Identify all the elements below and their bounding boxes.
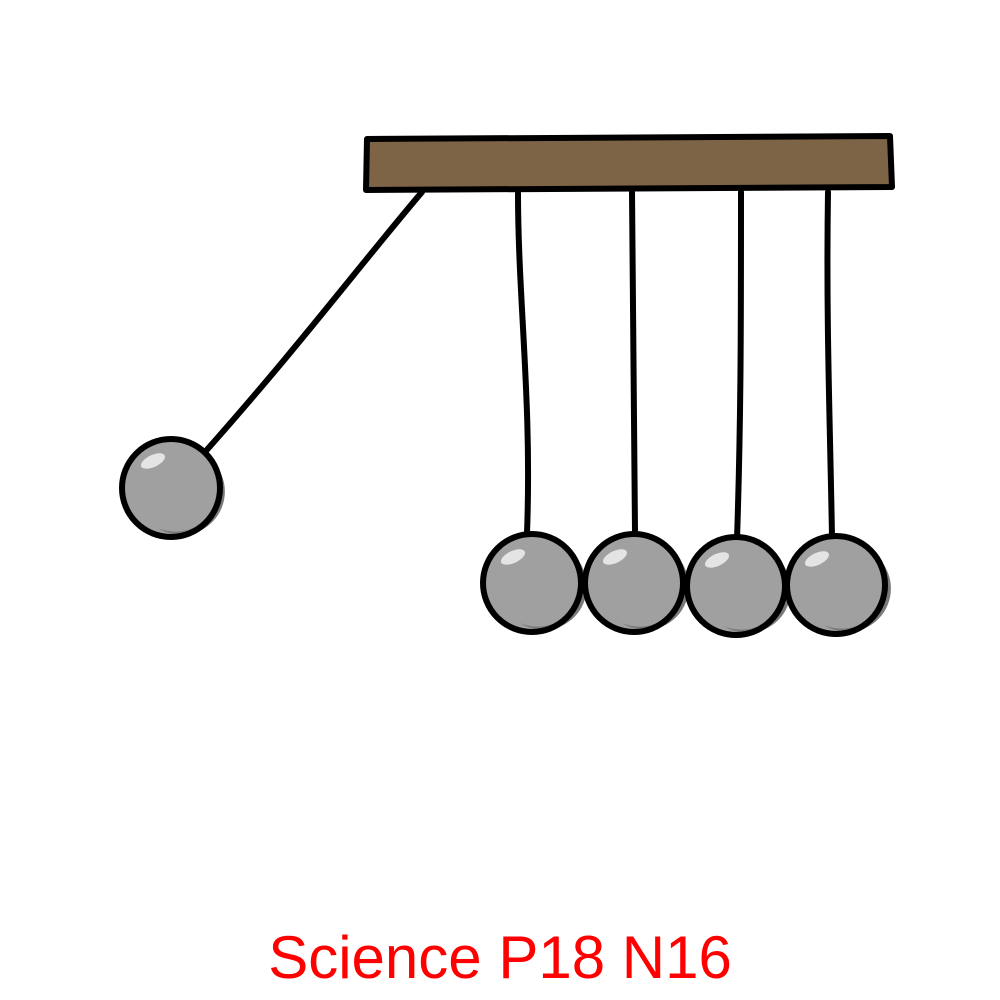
swinging-string — [202, 189, 425, 455]
resting-ball-3 — [684, 534, 791, 638]
resting-ball-4 — [784, 533, 891, 637]
string-4 — [734, 189, 744, 542]
figure-caption: Science P18 N16 — [268, 924, 732, 991]
raised-ball — [119, 436, 225, 540]
resting-ball-1 — [480, 531, 587, 635]
resting-ball-2 — [582, 531, 689, 635]
support-bar — [363, 133, 895, 193]
string-2 — [515, 190, 532, 536]
string-5 — [824, 189, 835, 540]
string-3 — [629, 189, 638, 535]
